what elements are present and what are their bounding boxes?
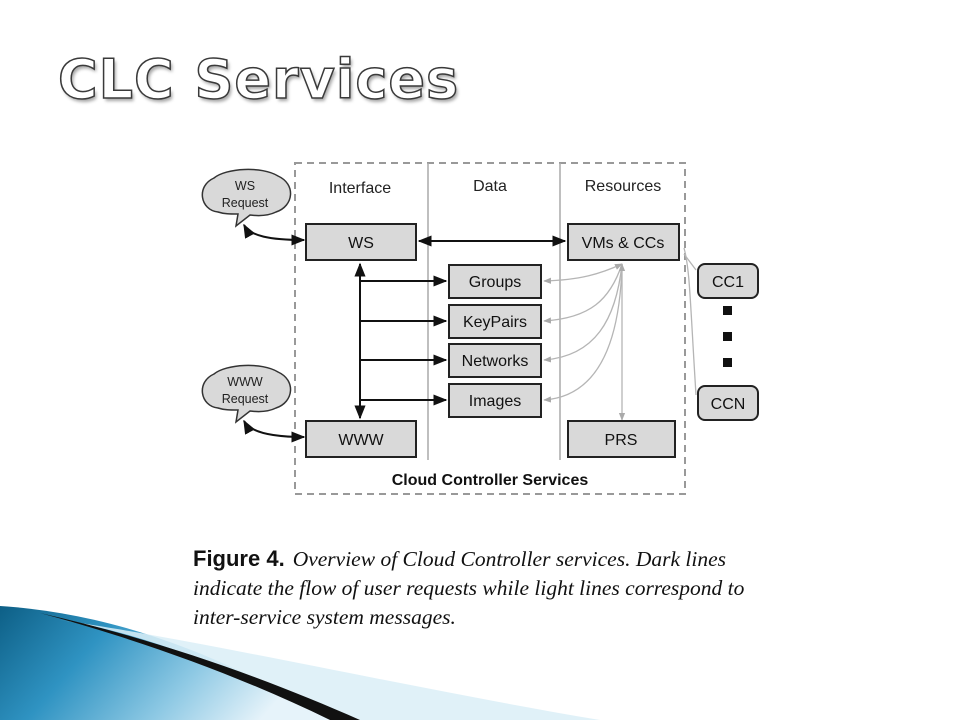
- vms-ccs-box: VMs & CCs: [567, 223, 680, 261]
- column-header-interface: Interface: [329, 180, 391, 197]
- figure-caption: Figure 4.Overview of Cloud Controller se…: [193, 544, 783, 632]
- networks-box-label: Networks: [462, 353, 529, 370]
- www-request-line1: WWW: [227, 375, 263, 389]
- www-request-arrow: [243, 419, 306, 443]
- ws-request-line1: WS: [235, 179, 255, 193]
- blue-swoosh: [0, 606, 330, 720]
- keypairs-box-label: KeyPairs: [463, 314, 527, 331]
- ellipsis-dot: [723, 358, 732, 367]
- images-box-label: Images: [469, 393, 521, 410]
- www-request-bubble: WWW Request: [201, 364, 292, 424]
- slide-title: CLC Services: [57, 47, 460, 112]
- www-box: WWW: [305, 420, 417, 458]
- prs-box: PRS: [567, 420, 676, 458]
- ws-request-line2: Request: [222, 196, 269, 210]
- ccn-box: CCN: [697, 385, 759, 421]
- ws-request-bubble: WS Request: [201, 168, 292, 228]
- light-message-lines: [543, 247, 697, 421]
- cc1-box-label: CC1: [712, 274, 744, 291]
- ellipsis-dot: [723, 332, 732, 341]
- cc1-box: CC1: [697, 263, 759, 299]
- images-box: Images: [448, 383, 542, 418]
- ccn-box-label: CCN: [711, 396, 746, 413]
- ws-box: WS: [305, 223, 417, 261]
- keypairs-box: KeyPairs: [448, 304, 542, 339]
- www-request-line2: Request: [222, 392, 269, 406]
- groups-box: Groups: [448, 264, 542, 299]
- ellipsis-dot: [723, 306, 732, 315]
- figure-text: Overview of Cloud Controller services. D…: [193, 547, 745, 629]
- www-box-label: WWW: [338, 432, 384, 449]
- networks-box: Networks: [448, 343, 542, 378]
- ws-request-arrow: [243, 223, 306, 246]
- groups-box-label: Groups: [469, 274, 521, 291]
- vms-ccs-box-label: VMs & CCs: [582, 235, 665, 252]
- dark-swoosh: [40, 613, 360, 720]
- cloud-controller-container: [294, 162, 686, 495]
- column-header-resources: Resources: [585, 178, 661, 195]
- prs-box-label: PRS: [605, 432, 638, 449]
- figure-label: Figure 4.: [193, 546, 285, 571]
- light-swoosh: [60, 620, 600, 720]
- column-header-data: Data: [473, 178, 507, 195]
- container-label: Cloud Controller Services: [392, 472, 589, 489]
- ws-box-label: WS: [348, 235, 374, 252]
